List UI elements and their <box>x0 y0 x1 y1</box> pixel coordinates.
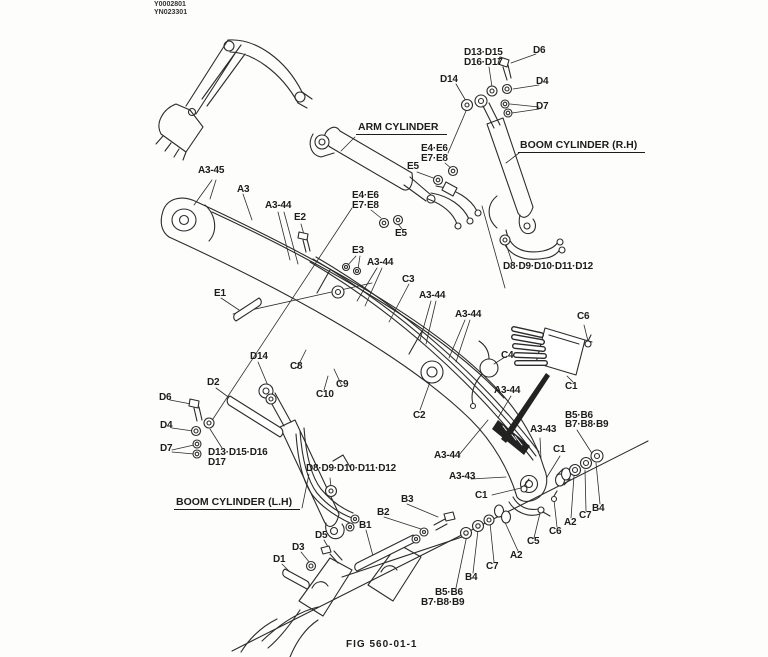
doc-number-1: Y0002801 <box>154 1 186 8</box>
callout-c1-manifold: C1 <box>565 381 578 392</box>
callout-e7-e8-left: E7·E8 <box>352 200 379 211</box>
callout-e4-e6-right: E4·E6 <box>421 143 448 154</box>
callout-e5-right: E5 <box>407 161 419 172</box>
callout-d5: D5 <box>315 530 328 541</box>
callout-c10: C10 <box>316 389 334 400</box>
callout-d8-d12-left: D8·D9·D10·D11·D12 <box>306 463 396 474</box>
callout-d14-left: D14 <box>250 351 268 362</box>
callout-c6-top: C6 <box>577 311 590 322</box>
title-boom-cylinder-rh: BOOM CYLINDER (R.H) <box>518 139 646 153</box>
callout-c5: C5 <box>527 536 540 547</box>
callout-c6-low: C6 <box>549 526 562 537</box>
callout-c2: C2 <box>413 410 426 421</box>
callout-c4: C4 <box>501 350 514 361</box>
callout-d7-right: D7 <box>536 101 549 112</box>
callout-b4-low: B4 <box>465 572 478 583</box>
callout-a3: A3 <box>237 184 250 195</box>
mini-excavator-art <box>155 39 313 161</box>
callout-d8-d12-right: D8·D9·D10·D11·D12 <box>503 261 593 272</box>
callout-b5-b6-right: B5·B6 <box>565 410 593 421</box>
right-parts-art <box>459 326 604 540</box>
callout-c7-right: C7 <box>579 510 592 521</box>
callout-d3: D3 <box>292 542 305 553</box>
callout-d14-right: D14 <box>440 74 458 85</box>
callout-b1: B1 <box>359 520 372 531</box>
callout-d6-left: D6 <box>159 392 172 403</box>
callout-d4-right: D4 <box>536 76 549 87</box>
boom-cylinder-lh-art <box>188 383 360 540</box>
callout-c9: C9 <box>336 379 349 390</box>
callout-c7-low: C7 <box>486 561 499 572</box>
callout-d7-left: D7 <box>160 443 173 454</box>
callout-b2: B2 <box>377 507 390 518</box>
callout-b5-b6-low: B5·B6 <box>435 587 463 598</box>
leader-lines <box>169 53 601 589</box>
callout-a3-44-1: A3-44 <box>265 200 292 211</box>
arm-cylinder-art <box>233 126 482 322</box>
callout-b7-b8-b9-right: B7·B8·B9 <box>565 419 609 430</box>
callout-b7-b8-b9-low: B7·B8·B9 <box>421 597 465 608</box>
callout-a3-44-4: A3-44 <box>455 309 482 320</box>
callout-d6-right: D6 <box>533 45 546 56</box>
callout-c1-3: C1 <box>475 490 488 501</box>
title-arm-cylinder: ARM CYLINDER <box>356 121 447 135</box>
callout-c8: C8 <box>290 361 303 372</box>
callout-d16-d17: D16·D17 <box>464 57 503 68</box>
frame-art <box>231 440 649 657</box>
callout-b4-right: B4 <box>592 503 605 514</box>
callout-a2-right: A2 <box>564 517 577 528</box>
callout-e7-e8-right: E7·E8 <box>421 153 448 164</box>
callout-c1-2: C1 <box>553 444 566 455</box>
callout-d17: D17 <box>208 457 226 468</box>
callout-d1: D1 <box>273 554 286 565</box>
callout-a3-44-3: A3-44 <box>419 290 446 301</box>
callout-a3-43-1: A3-43 <box>530 424 557 435</box>
callout-a3-43-2: A3-43 <box>449 471 476 482</box>
callout-d13-d15-d16: D13·D15·D16 <box>208 447 268 458</box>
boom-art <box>160 197 548 502</box>
callout-a3-44-6: A3-44 <box>434 450 461 461</box>
figure-number: FIG 560-01-1 <box>346 639 418 650</box>
callout-a3-44-2: A3-44 <box>367 257 394 268</box>
callout-c3: C3 <box>402 274 415 285</box>
callout-a2-low: A2 <box>510 550 523 561</box>
callout-e2: E2 <box>294 212 306 223</box>
callout-d13-d15: D13·D15 <box>464 47 503 58</box>
doc-number-2: YN023301 <box>154 9 188 16</box>
callout-a3-44-5: A3-44 <box>494 385 521 396</box>
callout-e5-left: E5 <box>395 228 407 239</box>
callout-d2: D2 <box>207 377 220 388</box>
callout-a3-45: A3-45 <box>198 165 225 176</box>
callout-e1: E1 <box>214 288 226 299</box>
callout-b3: B3 <box>401 494 414 505</box>
title-boom-cylinder-lh: BOOM CYLINDER (L.H) <box>174 496 301 510</box>
callout-d4-left: D4 <box>160 420 173 431</box>
boom-cylinder-rh-art <box>460 56 566 260</box>
callout-e4-e6-left: E4·E6 <box>352 190 379 201</box>
callout-e3: E3 <box>352 245 364 256</box>
